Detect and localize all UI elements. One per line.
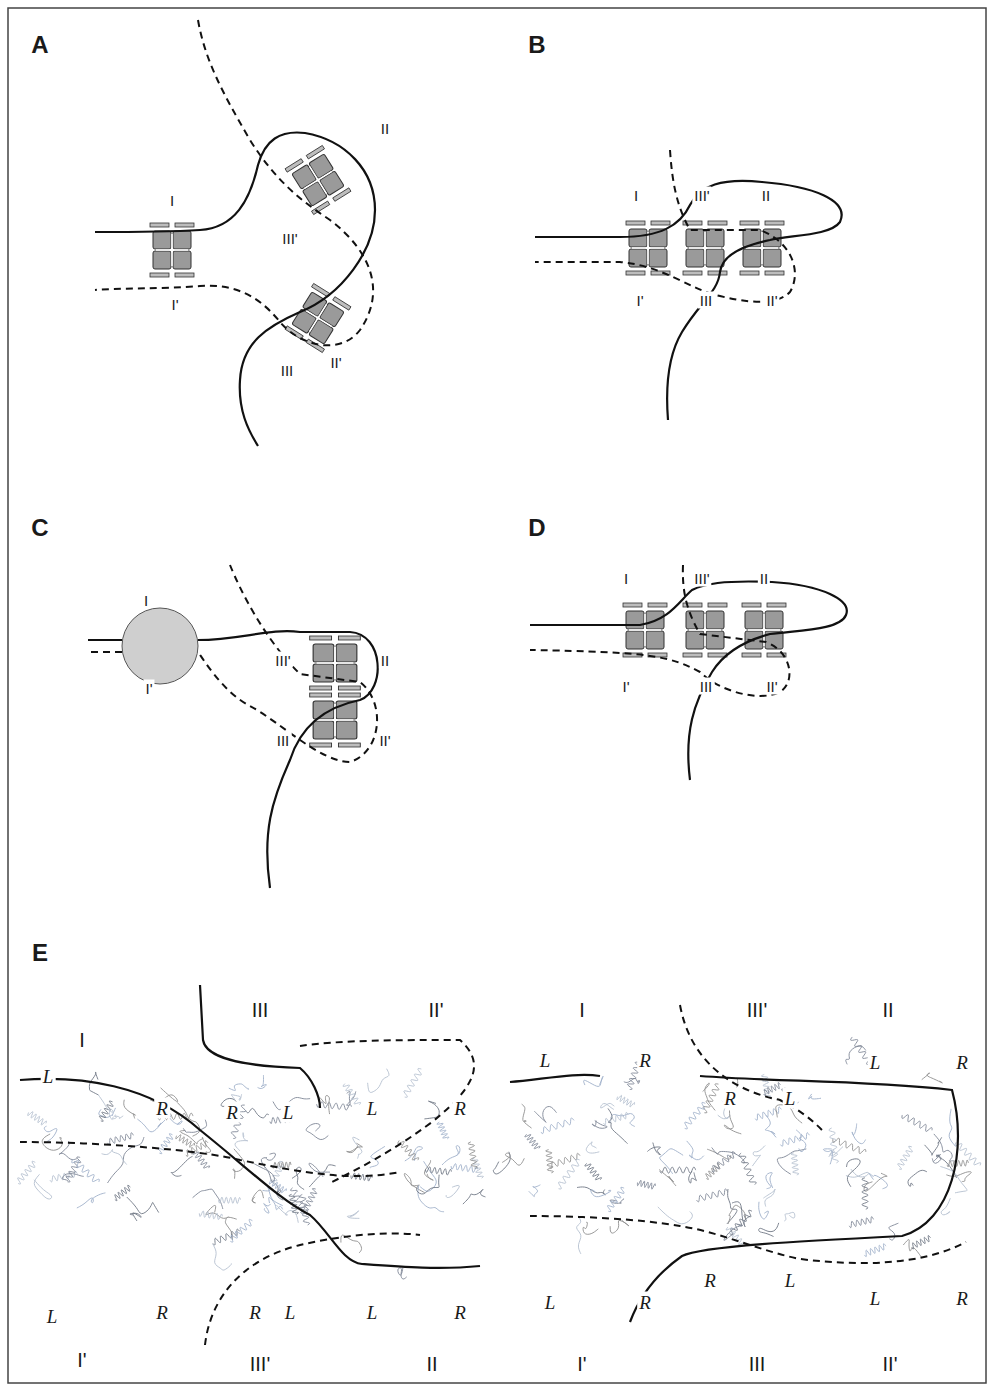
strand-label: R bbox=[154, 1302, 170, 1323]
protein-ribbon bbox=[18, 1037, 981, 1279]
panel-letter: C bbox=[29, 515, 50, 541]
site-label: II bbox=[379, 120, 391, 137]
strand-label: R bbox=[154, 1098, 170, 1119]
site-label: I bbox=[168, 192, 176, 209]
strand-label: R bbox=[224, 1102, 240, 1123]
site-label: III' bbox=[745, 999, 770, 1021]
strand-label: R bbox=[637, 1292, 653, 1313]
strand-label: R bbox=[452, 1302, 468, 1323]
panel-letter: E bbox=[30, 940, 50, 966]
strand-label: R bbox=[702, 1270, 718, 1291]
site-label: III' bbox=[273, 652, 292, 669]
site-label: III' bbox=[248, 1353, 273, 1375]
site-label: I' bbox=[169, 296, 180, 313]
site-label: I' bbox=[143, 680, 154, 697]
strand-label: R bbox=[637, 1050, 653, 1071]
site-label: II bbox=[379, 652, 391, 669]
site-label: III bbox=[279, 362, 296, 379]
site-label: II' bbox=[427, 999, 446, 1021]
synapse-blob bbox=[122, 608, 198, 684]
site-label: I bbox=[142, 592, 150, 609]
strand-label: R bbox=[452, 1098, 468, 1119]
strand-label: L bbox=[783, 1270, 798, 1291]
site-label: II' bbox=[328, 354, 343, 371]
site-label: I' bbox=[634, 292, 645, 309]
site-label: II bbox=[760, 187, 772, 204]
site-label: I bbox=[632, 187, 640, 204]
strand-label: R bbox=[954, 1288, 970, 1309]
site-label: III' bbox=[280, 230, 299, 247]
site-label: III bbox=[698, 292, 715, 309]
site-label: III bbox=[698, 678, 715, 695]
panel-letter: D bbox=[526, 515, 547, 541]
dna-solid bbox=[20, 132, 958, 1322]
site-label: II' bbox=[764, 678, 779, 695]
site-label: I bbox=[622, 570, 630, 587]
strand-label: R bbox=[247, 1302, 263, 1323]
tetramer-symbols bbox=[150, 145, 786, 747]
strand-label: L bbox=[41, 1066, 56, 1087]
panel-letter: A bbox=[29, 32, 50, 58]
site-label: II' bbox=[764, 292, 779, 309]
site-label: II bbox=[880, 999, 895, 1021]
site-label: I' bbox=[75, 1349, 88, 1371]
strand-label: R bbox=[722, 1088, 738, 1109]
site-label: II' bbox=[881, 1353, 900, 1375]
site-label: III' bbox=[692, 187, 711, 204]
site-label: II bbox=[424, 1353, 439, 1375]
site-label: I bbox=[577, 999, 587, 1021]
strand-label: L bbox=[45, 1306, 60, 1327]
strand-label: L bbox=[783, 1088, 798, 1109]
panel-letter: B bbox=[526, 32, 547, 58]
site-label: I' bbox=[575, 1353, 588, 1375]
strand-label: L bbox=[868, 1052, 883, 1073]
site-label: I bbox=[77, 1029, 87, 1051]
dna-dashed bbox=[20, 20, 966, 1345]
site-label: III bbox=[747, 1353, 768, 1375]
site-label: I' bbox=[620, 678, 631, 695]
figure-frame bbox=[8, 8, 986, 1383]
strand-label: L bbox=[365, 1302, 380, 1323]
strand-label: L bbox=[365, 1098, 380, 1119]
strand-label: L bbox=[543, 1292, 558, 1313]
strand-label: R bbox=[954, 1052, 970, 1073]
site-label: II bbox=[758, 570, 770, 587]
site-label: III' bbox=[692, 570, 711, 587]
strand-label: L bbox=[538, 1050, 553, 1071]
site-label: III bbox=[275, 732, 292, 749]
strand-label: L bbox=[868, 1288, 883, 1309]
site-label: II' bbox=[377, 732, 392, 749]
strand-label: L bbox=[281, 1102, 296, 1123]
strand-label: L bbox=[283, 1302, 298, 1323]
site-label: III bbox=[250, 999, 271, 1021]
